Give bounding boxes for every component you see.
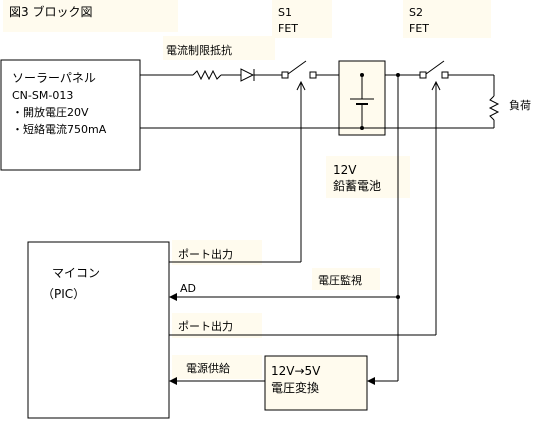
load	[448, 74, 500, 128]
diagram-title: 図3 ブロック図	[9, 4, 92, 19]
battery-top-node	[360, 73, 364, 77]
port-out-1-label: ポート出力	[178, 247, 233, 261]
s1-type-label: FET	[278, 22, 298, 35]
solar-panel-model: CN-SM-013	[12, 89, 73, 102]
power-supply-bg	[172, 355, 262, 379]
microcontroller-box	[27, 241, 170, 419]
power-supply-arrow	[169, 377, 177, 385]
s2-type-label: FET	[409, 22, 429, 35]
solar-panel-block: ソーラーパネル CN-SM-013 ・開放電圧20V ・短絡電流750mA	[0, 59, 141, 171]
ad-arrow	[169, 293, 177, 301]
converter-ratio: 12V→5V	[271, 364, 321, 378]
current-limit-resistor	[192, 69, 222, 81]
label-backgrounds	[3, 0, 491, 379]
voltage-monitor-bg	[312, 268, 380, 290]
resistor-label-bg	[163, 36, 275, 60]
solar-panel-box	[0, 59, 141, 171]
resistor-label: 電流制限抵抗	[166, 43, 232, 57]
port-out-1-bg	[172, 240, 262, 265]
mcu-part: （PIC）	[42, 287, 85, 301]
mcu-name: マイコン	[52, 266, 100, 280]
port-out-2-bg	[172, 313, 262, 338]
solar-panel-open-voltage: ・開放電圧20V	[12, 105, 89, 119]
switch-s1	[281, 60, 317, 262]
converter-box	[264, 355, 368, 411]
converter-input-arrow	[367, 377, 375, 385]
converter-function: 電圧変換	[271, 380, 319, 395]
battery-type: 鉛蓄電池	[333, 179, 381, 193]
converter-block: 12V→5V 電圧変換	[264, 355, 368, 411]
s2-label-bg	[403, 0, 491, 38]
battery-label-bg	[326, 156, 410, 198]
solar-panel-short-current: ・短絡電流750mA	[12, 122, 107, 136]
port-out-2-label: ポート出力	[178, 319, 233, 333]
voltage-monitor-label: 電圧監視	[318, 273, 362, 287]
solar-panel-name: ソーラーパネル	[12, 71, 96, 85]
title-bg	[3, 0, 178, 32]
battery-voltage: 12V	[333, 163, 357, 177]
ad-label: AD	[180, 282, 196, 295]
s2-label: S2	[409, 6, 423, 19]
s1-label: S1	[278, 6, 292, 19]
microcontroller-block: マイコン （PIC）	[27, 241, 170, 419]
ad-node	[396, 295, 400, 299]
power-supply-label: 電源供給	[186, 361, 230, 375]
top-power-path	[140, 68, 282, 82]
diode	[240, 68, 255, 82]
load-label: 負荷	[509, 99, 531, 112]
s1-label-bg	[272, 0, 332, 38]
switch-s2	[419, 60, 449, 335]
battery-block: 12V 鉛蓄電池	[333, 60, 386, 193]
